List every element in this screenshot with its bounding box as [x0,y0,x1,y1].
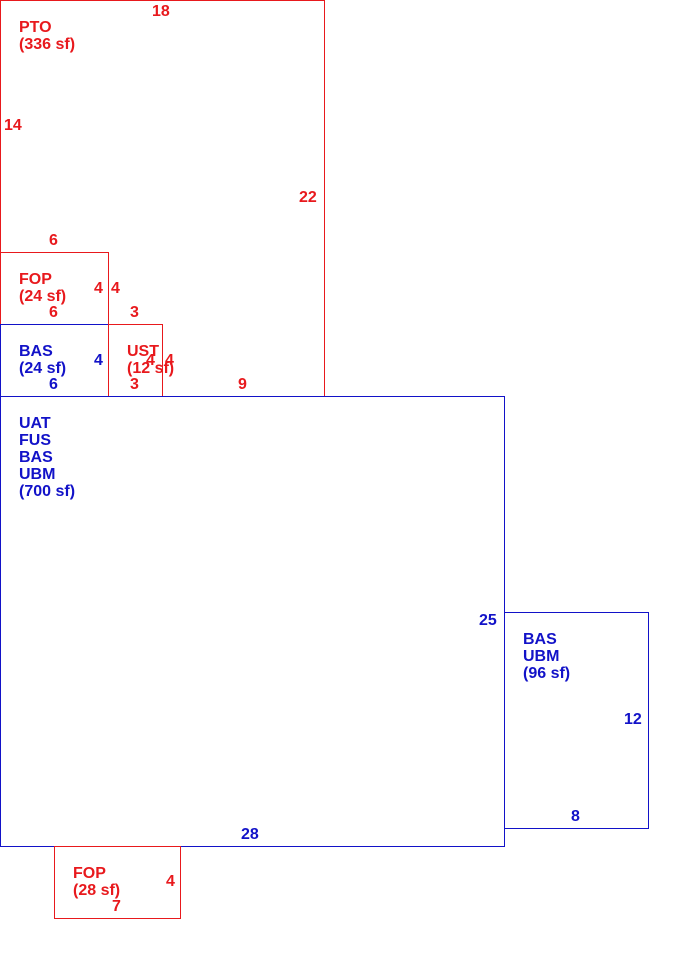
main-code-4: UBM [19,466,56,483]
fop-lower-area [54,846,181,919]
bas-small-bottom-dimension: 6 [49,376,58,393]
main-right-dimension: 25 [479,612,497,629]
fop-upper-top-dimension: 6 [49,232,58,249]
ust-label: UST (12 sf) [127,343,174,377]
ust-right-dimension: 4 [165,352,174,369]
ust-left-dimension: 4 [111,280,120,297]
fop-upper-label: FOP (24 sf) [19,271,66,305]
pto-left-dimension: 14 [4,117,22,134]
bas-ubm-code-1: BAS [523,631,557,648]
bas-ubm-bottom-dimension: 8 [571,808,580,825]
bas-ubm-right-dimension: 12 [624,711,642,728]
bas-small-label: BAS (24 sf) [19,343,66,377]
bas-ubm-code-2: UBM [523,648,560,665]
bas-small-right-dimension: 4 [94,352,103,369]
bas-ubm-label: BAS UBM (96 sf) [523,631,570,682]
fop-lower-size: (28 sf) [73,882,121,899]
bas-small-size: (24 sf) [19,360,67,377]
pto-label: PTO (336 sf) [19,19,75,53]
pto-code: PTO [19,19,52,36]
main-code-3: BAS [19,449,53,466]
fop-lower-label: FOP (28 sf) [73,865,120,899]
ust-right-dimension-inner: 4 [146,352,155,369]
bas-ubm-size: (96 sf) [523,665,571,682]
fop-upper-code: FOP [19,271,52,288]
bas-ubm-area [504,612,649,829]
ust-bottom-dimension: 3 [130,376,139,393]
ust-code: UST [127,343,159,360]
fop-upper-size: (24 sf) [19,288,67,305]
bas-small-code: BAS [19,343,53,360]
main-size: (700 sf) [19,483,76,500]
main-area [0,396,505,847]
fop-upper-right-dimension: 4 [94,280,103,297]
main-code-1: UAT [19,415,51,432]
main-label: UAT FUS BAS UBM (700 sf) [19,415,75,500]
fop-upper-bottom-dimension: 6 [49,304,58,321]
main-bottom-dimension: 28 [241,826,259,843]
pto-right-dimension: 22 [299,189,317,206]
pto-size: (336 sf) [19,36,76,53]
ust-top-dimension: 3 [130,304,139,321]
fop-lower-code: FOP [73,865,106,882]
fop-lower-right-dimension: 4 [166,873,175,890]
pto-top-dimension: 18 [152,3,170,20]
fop-lower-bottom-dimension: 7 [112,898,121,915]
pto-bottom-dimension: 9 [238,376,247,393]
main-code-2: FUS [19,432,51,449]
ust-size: (12 sf) [127,360,175,377]
